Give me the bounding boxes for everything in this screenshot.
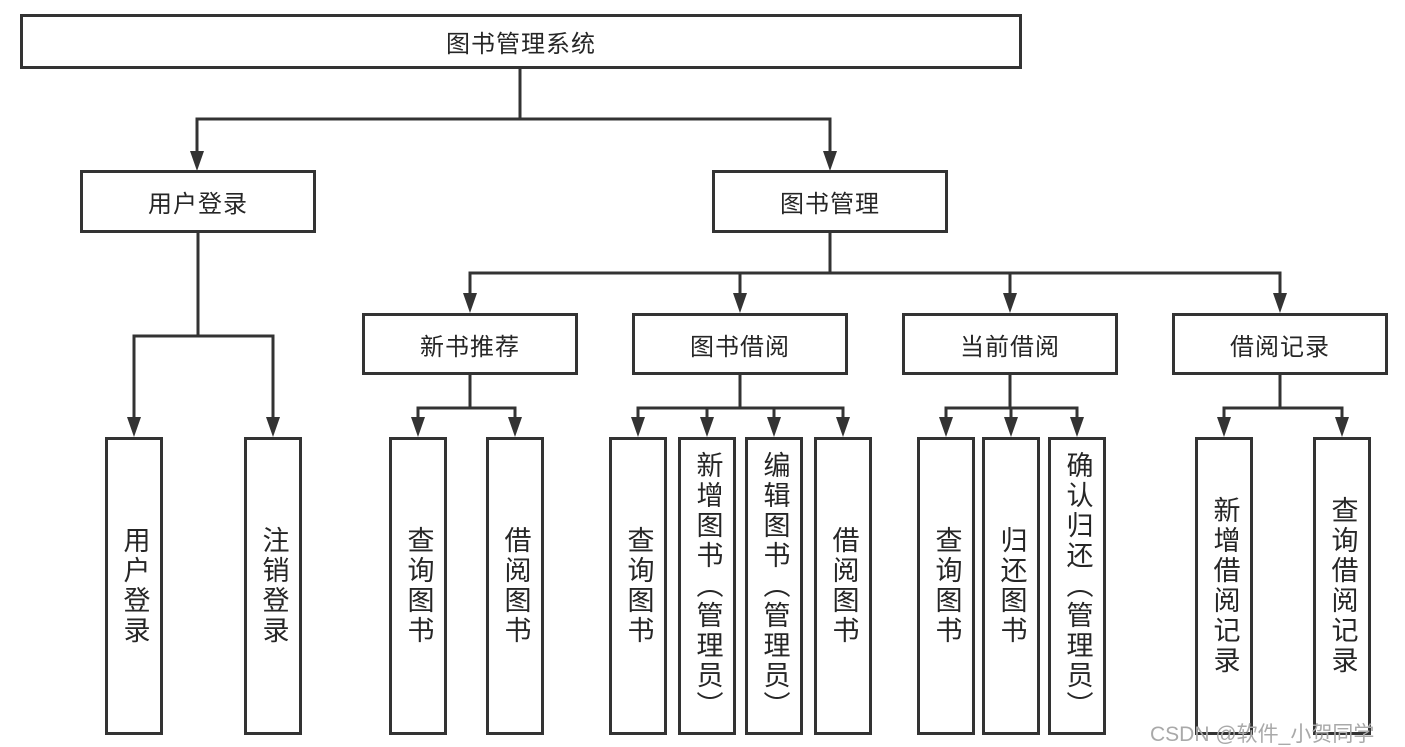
connector-borrow-to-leaves [631, 373, 850, 437]
connector-current-to-leaves [939, 373, 1084, 437]
node-borrowing-records: 借阅记录 [1172, 313, 1388, 375]
leaf-query-borrow-record: 查询借阅记录 [1313, 437, 1371, 735]
leaf-borrow-books-recommend: 借阅图书 [486, 437, 544, 735]
leaf-user-login: 用户登录 [105, 437, 163, 735]
csdn-watermark: CSDN @软件_小贺同学 [1150, 723, 1375, 746]
node-current-borrowing: 当前借阅 [902, 313, 1118, 375]
leaf-borrow-books: 借阅图书 [814, 437, 872, 735]
connector-user-login-to-leaves [127, 231, 280, 437]
leaf-query-books-borrow: 查询图书 [609, 437, 667, 735]
node-new-book-recommendation: 新书推荐 [362, 313, 578, 375]
node-user-login: 用户登录 [80, 170, 316, 233]
connector-root-to-level2 [190, 67, 837, 171]
leaf-return-books: 归还图书 [982, 437, 1040, 735]
leaf-add-borrow-record: 新增借阅记录 [1195, 437, 1253, 735]
leaf-query-books-recommend: 查询图书 [389, 437, 447, 735]
node-book-borrowing: 图书借阅 [632, 313, 848, 375]
connector-newbook-to-leaves [411, 373, 522, 437]
node-root-system: 图书管理系统 [20, 14, 1022, 69]
leaf-query-books-current: 查询图书 [917, 437, 975, 735]
connector-records-to-leaves [1217, 373, 1349, 437]
node-book-management: 图书管理 [712, 170, 948, 233]
connector-book-mgmt-to-level3 [463, 231, 1287, 313]
leaf-confirm-return-admin: 确认归还（管理员） [1048, 437, 1106, 735]
leaf-add-books-admin: 新增图书（管理员） [678, 437, 736, 735]
leaf-edit-books-admin: 编辑图书（管理员） [745, 437, 803, 735]
leaf-logout: 注销登录 [244, 437, 302, 735]
